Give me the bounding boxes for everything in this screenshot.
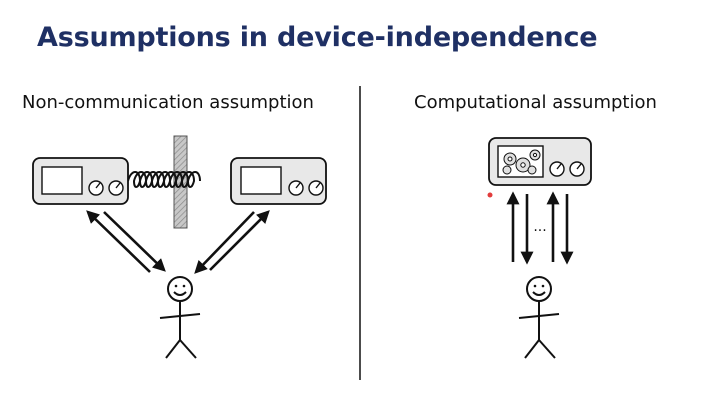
arrow-left-down: [103, 211, 166, 272]
spring-coil: [127, 171, 201, 188]
computer-device: [488, 137, 592, 186]
dial-icon: [549, 161, 565, 177]
left-device: [32, 157, 129, 205]
pointer-marker: [487, 192, 493, 198]
left-heading: Non-communication assumption: [22, 92, 314, 113]
dial-icon: [308, 180, 324, 196]
arrow-left-up: [86, 210, 151, 273]
stick-figure: [518, 276, 560, 359]
dial-icon: [108, 180, 124, 196]
dial-icon: [569, 161, 585, 177]
dial-icon: [288, 180, 304, 196]
ellipsis-label: ...: [533, 219, 546, 235]
stick-figure: [159, 276, 201, 359]
arrow-right-up: [209, 210, 270, 271]
right-device: [230, 157, 327, 205]
gear-icon: [502, 149, 541, 175]
dial-icon: [88, 180, 104, 196]
right-heading: Computational assumption: [414, 92, 657, 113]
slide-title: Assumptions in device-independence: [37, 22, 598, 53]
arrow-right-down: [194, 211, 255, 274]
